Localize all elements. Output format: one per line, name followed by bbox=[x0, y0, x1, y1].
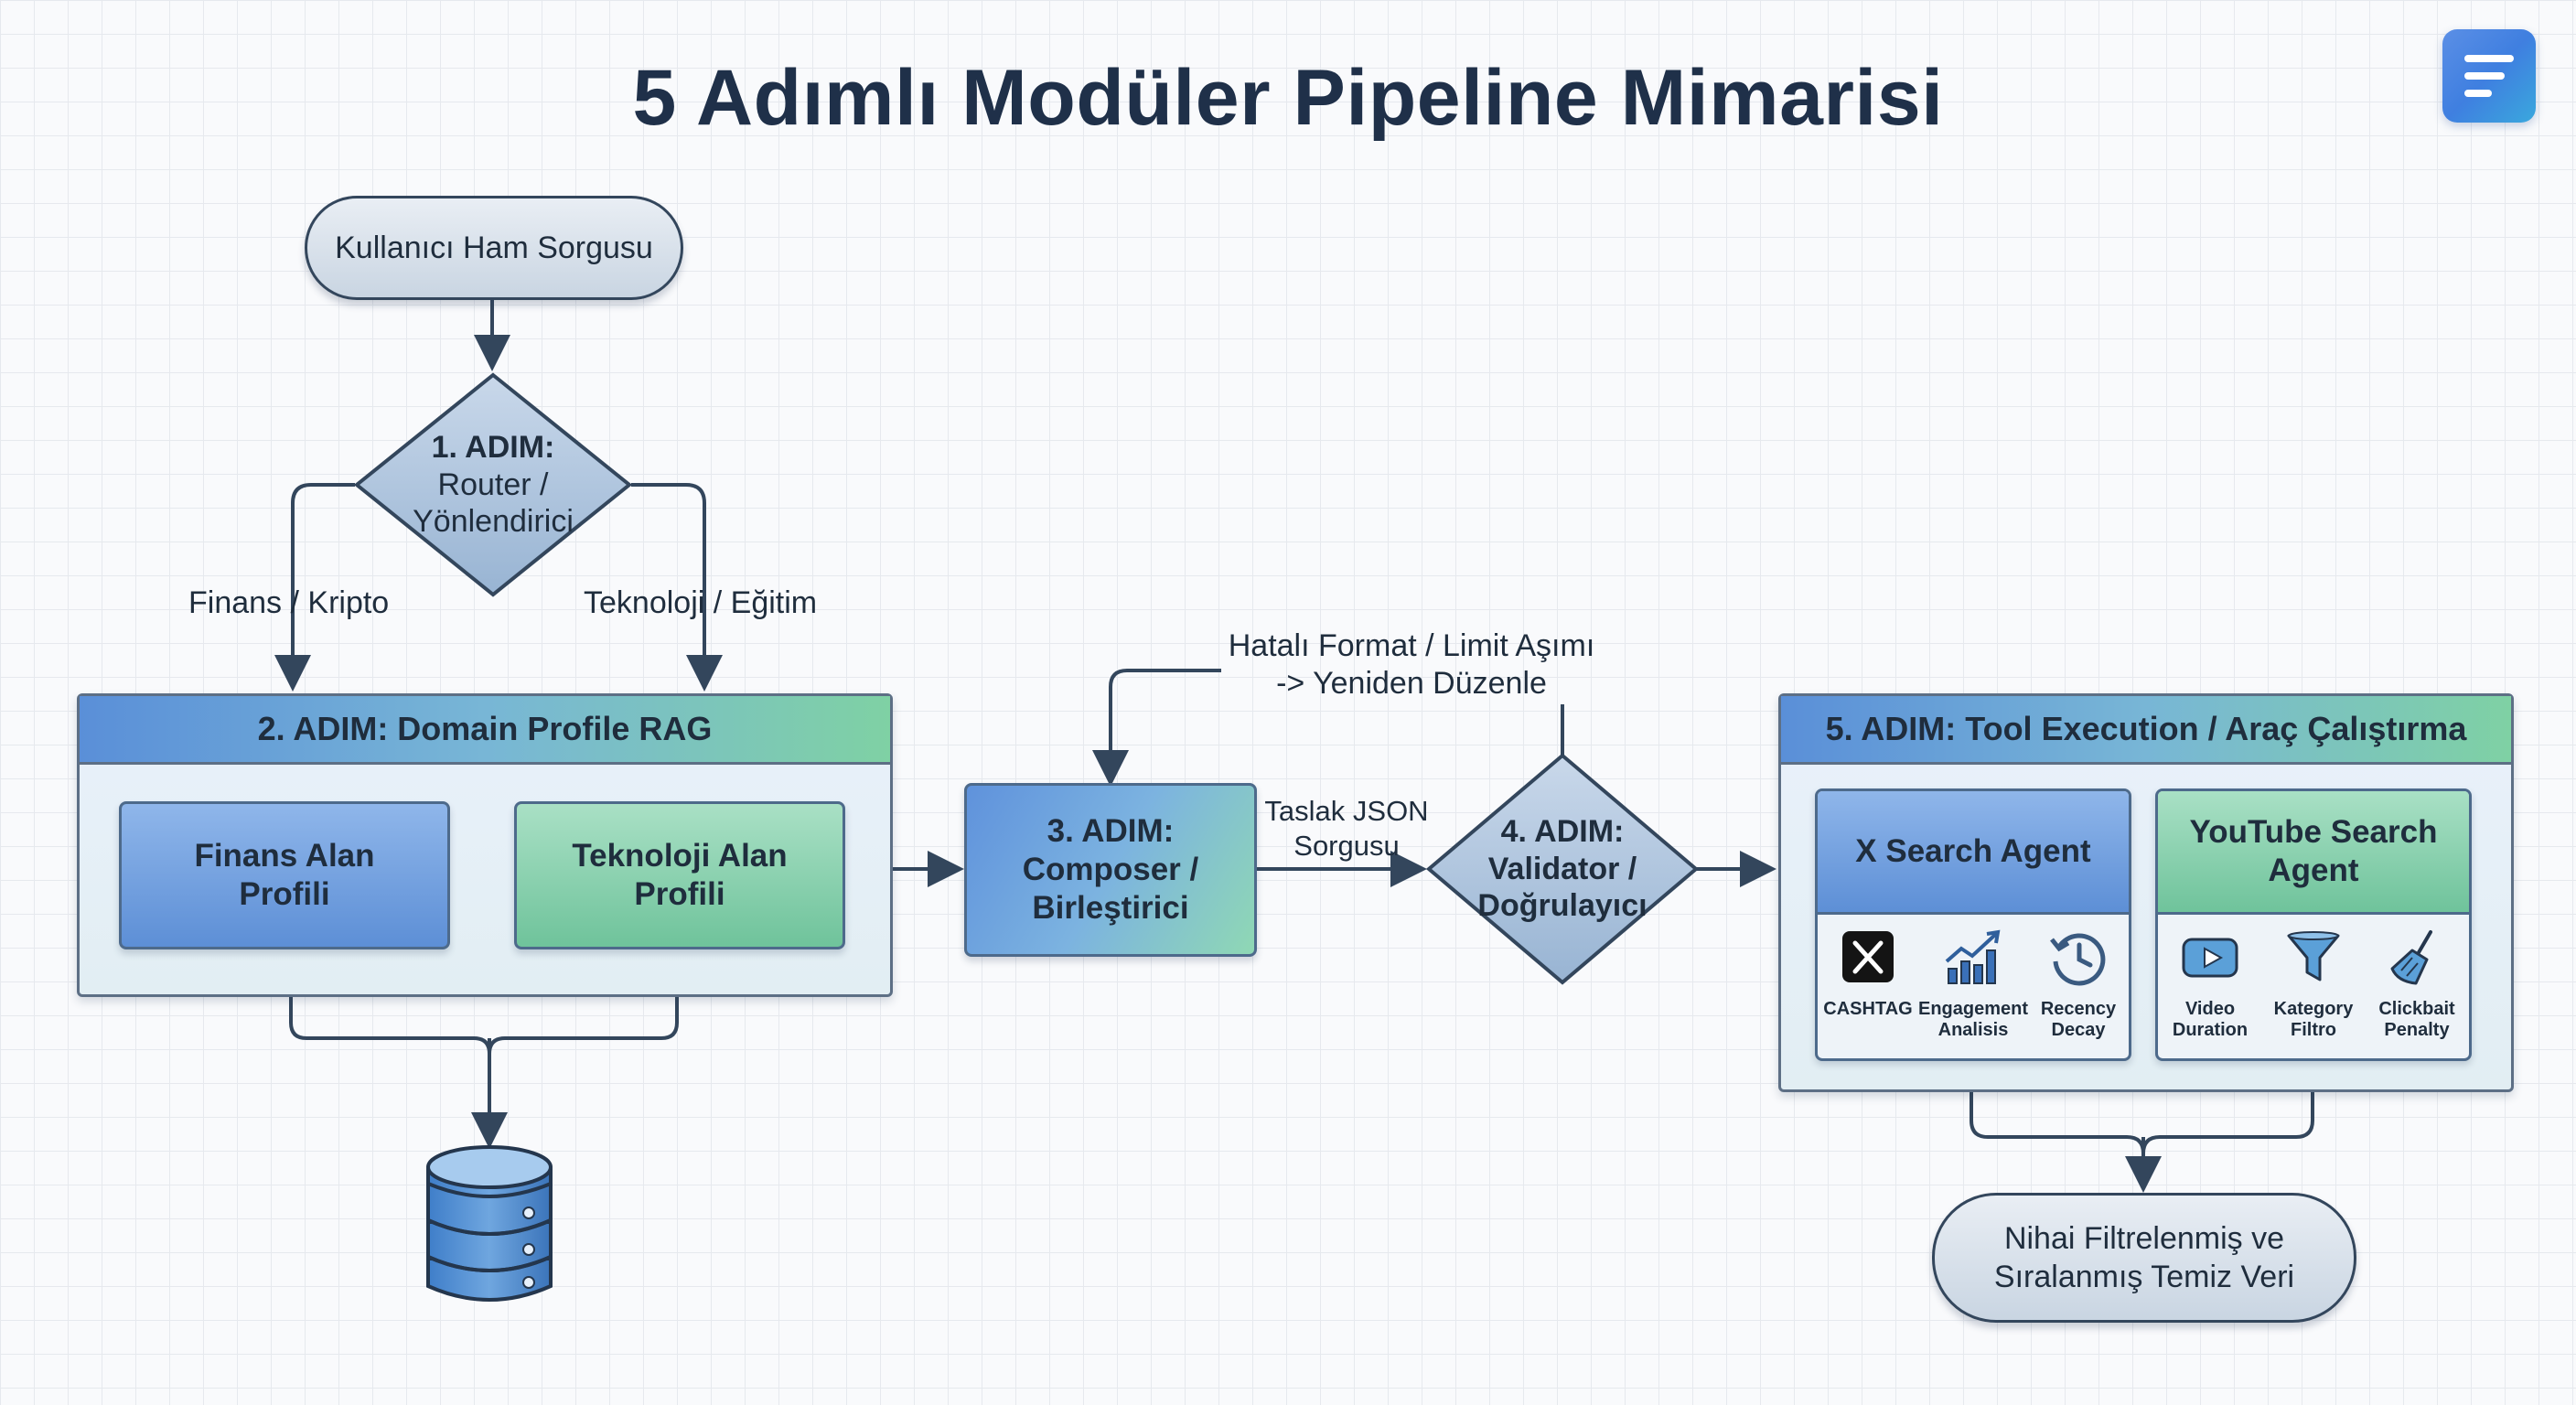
router-line2: Yönlendirici bbox=[413, 504, 574, 540]
router-diamond-text: 1. ADIM: Router / Yönlendirici bbox=[353, 371, 633, 598]
x-agent-title: X Search Agent bbox=[1818, 791, 2129, 915]
yt-tool-duration: Video Duration bbox=[2158, 928, 2262, 1041]
x-tool-engagement: Engagement Analisis bbox=[1918, 928, 2028, 1041]
composer-step-title: 3. ADIM: bbox=[1046, 813, 1175, 849]
edge-feedback-to-composer bbox=[1092, 669, 1221, 787]
yt-agent-title-line2: Agent bbox=[2268, 853, 2359, 888]
menu-line-icon bbox=[2464, 90, 2492, 97]
start-node-label: Kullanıcı Ham Sorgusu bbox=[335, 230, 653, 265]
finance-profile-card: Finans Alan Profili bbox=[119, 801, 450, 949]
x-tool-recency-line2: Decay bbox=[2051, 1020, 2106, 1040]
yt-agent-title: YouTube Search Agent bbox=[2158, 791, 2469, 915]
database-icon bbox=[426, 1145, 553, 1302]
validator-diamond bbox=[1425, 753, 1700, 985]
funnel-filter-icon bbox=[2287, 931, 2340, 981]
yt-tool-clickbait: Clickbait Penalty bbox=[2365, 928, 2469, 1041]
draft-label-line2: Sorgusu bbox=[1293, 829, 1400, 862]
tech-line2: Profili bbox=[634, 876, 725, 912]
finance-line1: Finans Alan bbox=[194, 838, 375, 874]
x-tool-cashtag: CASHTAG bbox=[1818, 928, 1918, 1020]
x-tool-cashtag-label: CASHTAG bbox=[1823, 999, 1913, 1019]
yt-tool-clickbait-line2: Penalty bbox=[2384, 1020, 2450, 1040]
draft-json-label: Taslak JSON Sorgusu bbox=[1255, 794, 1438, 863]
menu-line-icon bbox=[2464, 72, 2505, 80]
feedback-label: Hatalı Format / Limit Aşımı -> Yeniden D… bbox=[1208, 627, 1615, 703]
composer-line2: Composer / bbox=[1022, 852, 1199, 887]
yt-tool-category-line1: Kategory bbox=[2273, 999, 2354, 1019]
router-diamond bbox=[353, 372, 633, 597]
step5-header: 5. ADIM: Tool Execution / Araç Çalıştırm… bbox=[1781, 696, 2511, 765]
edge-ytagent-to-merge bbox=[2141, 1056, 2314, 1154]
feedback-line2: -> Yeniden Düzenle bbox=[1276, 666, 1547, 702]
diagram-title: 5 Adımlı Modüler Pipeline Mimarisi bbox=[632, 54, 1944, 142]
yt-tool-duration-line1: Video bbox=[2184, 999, 2236, 1019]
menu-button[interactable] bbox=[2442, 29, 2536, 123]
growth-chart-icon bbox=[1945, 929, 2001, 984]
yt-tool-category: Kategory Filtro bbox=[2262, 928, 2365, 1041]
tech-profile-card: Teknoloji Alan Profili bbox=[514, 801, 845, 949]
router-step-title: 1. ADIM: bbox=[431, 429, 555, 465]
start-node: Kullanıcı Ham Sorgusu bbox=[305, 196, 683, 300]
x-tool-engagement-line1: Engagement bbox=[1918, 999, 2029, 1019]
branch-label-finance: Finans / Kripto bbox=[188, 585, 390, 620]
menu-line-icon bbox=[2464, 55, 2514, 62]
broom-icon bbox=[2390, 930, 2432, 985]
video-play-icon bbox=[2182, 938, 2238, 978]
tech-line1: Teknoloji Alan bbox=[572, 838, 788, 874]
end-node-line2: Sıralanmış Temiz Veri bbox=[1993, 1260, 2295, 1294]
composer-card: 3. ADIM: Composer / Birleştirici bbox=[964, 783, 1257, 957]
clock-history-icon bbox=[2050, 933, 2106, 986]
composer-line3: Birleştirici bbox=[1032, 890, 1189, 926]
validator-step-title: 4. ADIM: bbox=[1500, 813, 1625, 849]
end-node-line1: Nihai Filtrelenmiş ve bbox=[2003, 1220, 2285, 1256]
end-node: Nihai Filtrelenmiş ve Sıralanmış Temiz V… bbox=[1932, 1193, 2356, 1323]
validator-line1: Validator / bbox=[1487, 851, 1637, 886]
edge-router-to-tech bbox=[631, 483, 723, 692]
x-search-agent: X Search Agent CASHTAG Engagement Analis… bbox=[1815, 788, 2131, 1061]
finance-line2: Profili bbox=[239, 876, 330, 912]
yt-tool-clickbait-line1: Clickbait bbox=[2378, 999, 2455, 1019]
x-tool-engagement-line2: Analisis bbox=[1937, 1020, 2009, 1040]
feedback-line1: Hatalı Format / Limit Aşımı bbox=[1228, 628, 1595, 663]
step2-header: 2. ADIM: Domain Profile RAG bbox=[80, 696, 890, 765]
branch-label-tech: Teknoloji / Eğitim bbox=[584, 585, 818, 620]
yt-tool-category-line2: Filtro bbox=[2291, 1020, 2336, 1040]
yt-agent-title-line1: YouTube Search bbox=[2189, 814, 2438, 850]
yt-tool-duration-line2: Duration bbox=[2172, 1020, 2249, 1040]
router-line1: Router / bbox=[437, 467, 549, 502]
edge-router-to-finance bbox=[274, 483, 355, 692]
x-tool-recency: Recency Decay bbox=[2028, 928, 2129, 1041]
validator-line2: Doğrulayıcı bbox=[1477, 888, 1648, 924]
validator-diamond-text: 4. ADIM: Validator / Doğrulayıcı bbox=[1425, 752, 1700, 986]
draft-label-line1: Taslak JSON bbox=[1264, 795, 1429, 827]
edge-xagent-to-merge bbox=[1970, 1056, 2145, 1154]
x-tool-recency-line1: Recency bbox=[2040, 999, 2117, 1019]
x-logo-icon bbox=[1842, 931, 1894, 982]
youtube-search-agent: YouTube Search Agent Video Duration Kate… bbox=[2155, 788, 2472, 1061]
